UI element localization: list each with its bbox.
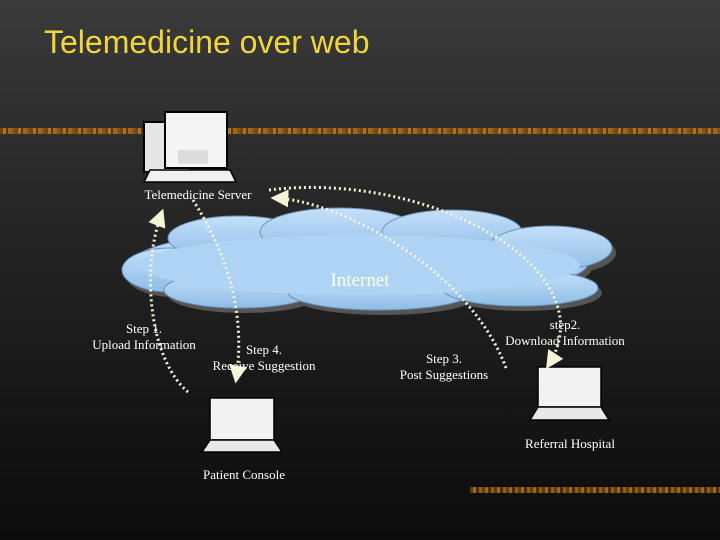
step3-label: Step 3. Post Suggestions [400, 351, 489, 383]
patient-console-label: Patient Console [203, 467, 285, 482]
step1-title: Step 1. [125, 321, 163, 336]
internet-cloud [121, 207, 616, 315]
step4-title: Step 4. [245, 342, 283, 357]
arrow-step4-receive [191, 199, 248, 384]
step4-label: Step 4. Receive Suggestion [213, 342, 316, 374]
step3-title: Step 3. [425, 351, 463, 366]
server-label: Telemedicine Server [144, 187, 252, 202]
arrow-step3-post [270, 189, 508, 369]
patient-computer-icon [200, 397, 284, 453]
step1-desc: Upload Information [92, 337, 196, 352]
step1-label: Step 1. Upload Information [92, 321, 196, 353]
server-computer-icon [142, 111, 238, 183]
top-divider [0, 128, 720, 134]
step2-label: step2. Download Information [505, 317, 625, 349]
slide-title: Telemedicine over web [44, 24, 370, 60]
step2-desc: Download Information [505, 333, 625, 348]
step4-desc: Receive Suggestion [212, 358, 316, 373]
internet-label: Internet [330, 270, 390, 291]
hospital-computer-icon [528, 366, 611, 421]
step3-desc: Post Suggestions [399, 367, 489, 382]
arrow-step2-download [268, 185, 564, 370]
referral-hospital-label: Referral Hospital [525, 436, 615, 451]
step2-title: step2. [549, 317, 581, 332]
bottom-divider [470, 487, 720, 493]
